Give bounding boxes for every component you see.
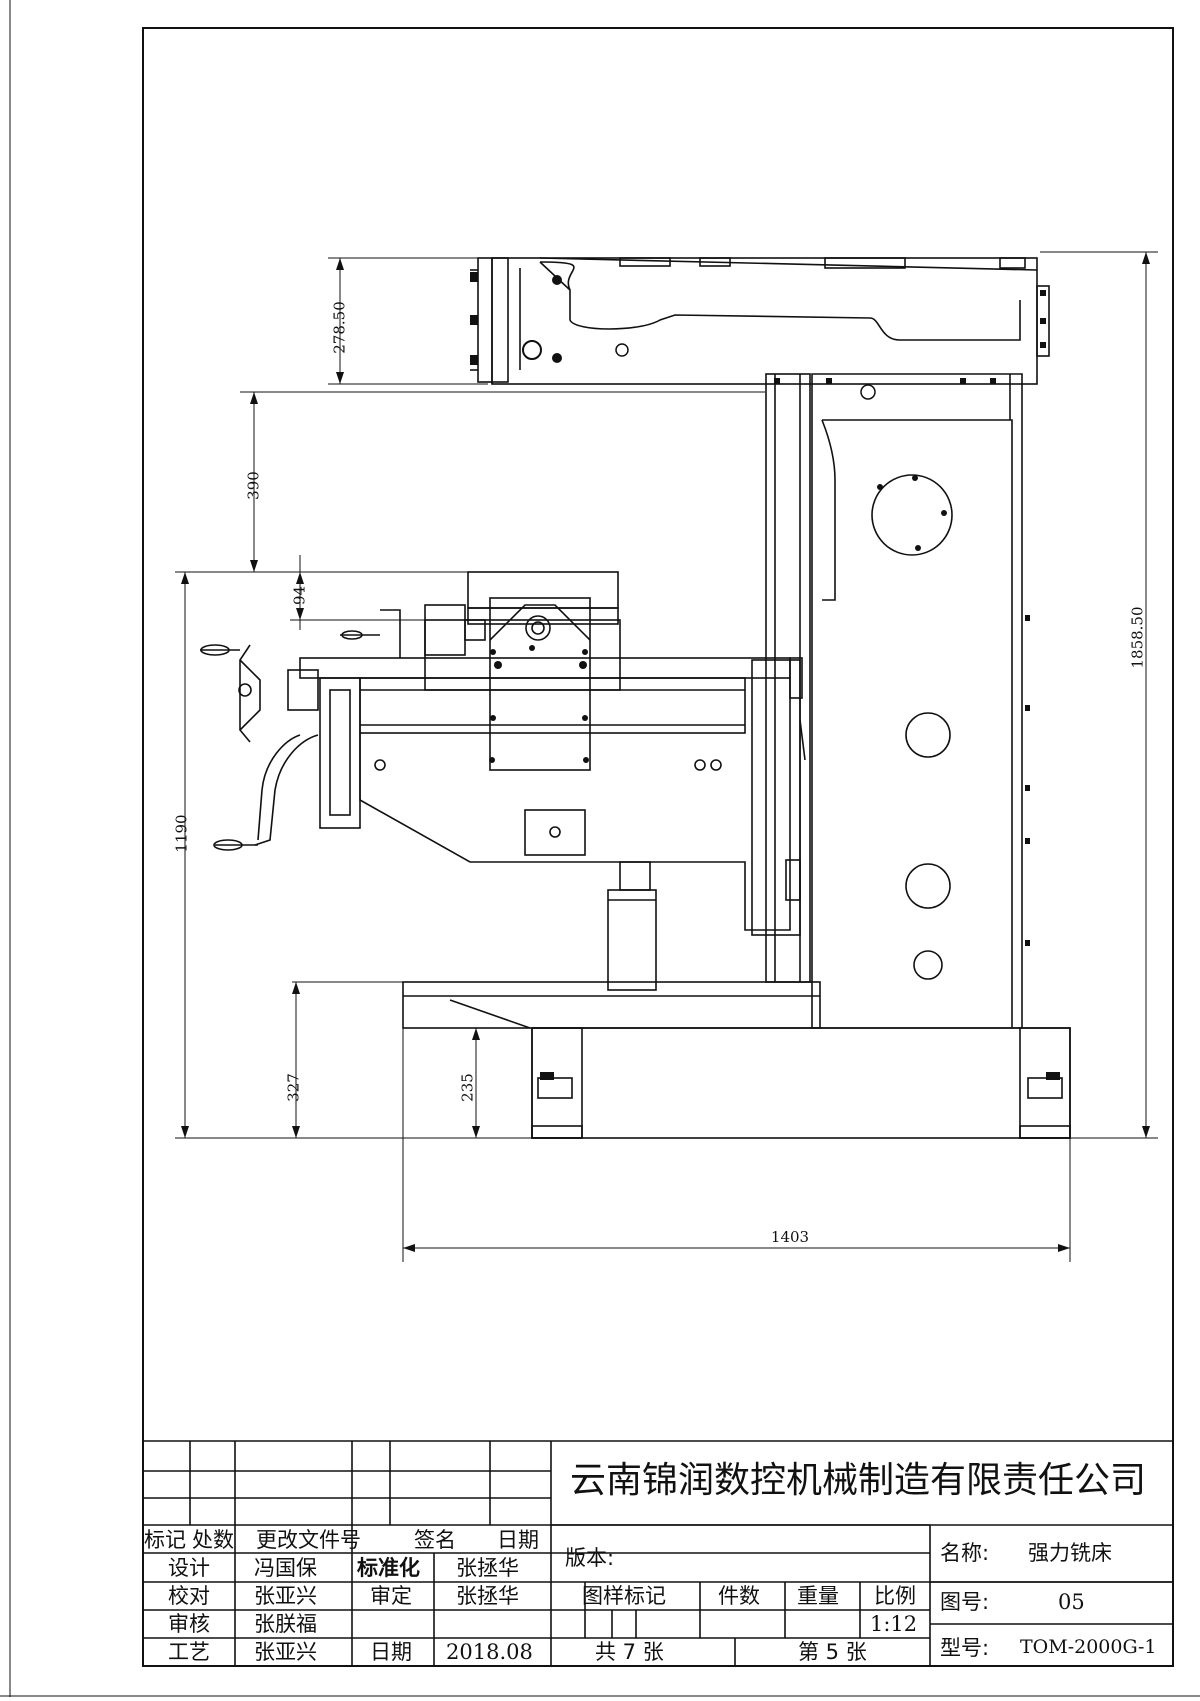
rev-header-sign: 签名 [414,1528,456,1552]
weight-label: 重量 [797,1584,839,1608]
dimension-lines [175,251,1158,1262]
quantity-label: 件数 [718,1584,760,1608]
dim-table-step: 94 [290,585,309,606]
sample-mark-label: 图样标记 [582,1584,666,1608]
rev-header-mark: 标记 [144,1528,186,1552]
overarm [491,257,1038,385]
dim-arm-gap: 390 [244,471,263,500]
rev-header-date: 日期 [497,1528,539,1552]
role-check: 校对 [168,1584,210,1608]
person-review: 张朕福 [254,1612,317,1636]
role-approve: 审定 [370,1584,412,1608]
model-value: TOM-2000G-1 [1020,1636,1157,1658]
table-saddle [299,657,791,679]
person-approve: 张拯华 [456,1584,519,1608]
dimension-arrows [181,252,1150,1252]
scale-value: 1:12 [870,1612,918,1636]
role-standardization: 标准化 [357,1556,420,1580]
rev-header-file: 更改文件号 [256,1528,361,1552]
drawing-no-label: 图号: [940,1590,990,1614]
dim-table-height: 1190 [172,814,191,853]
dim-base-height: 327 [284,1073,303,1102]
dim-foot-height: 235 [458,1073,477,1102]
name-value: 强力铣床 [1028,1541,1112,1565]
company-name: 云南锦润数控机械制造有限责任公司 [570,1460,1147,1501]
drawing-date: 2018.08 [446,1640,533,1664]
version-label: 版本: [565,1546,615,1570]
person-standardization: 张拯华 [456,1556,519,1580]
column-body [811,373,1023,1029]
person-check: 张亚兴 [254,1584,317,1608]
machine-outline [200,257,1071,1139]
dim-total-width: 1403 [770,1228,810,1246]
role-process: 工艺 [168,1640,210,1664]
person-design: 冯国保 [254,1556,317,1580]
column-port-1 [871,474,953,556]
drawing-no-value: 05 [1058,1590,1085,1614]
sheets-total: 共 7 张 [595,1640,664,1664]
person-process: 张亚兴 [254,1640,317,1664]
dim-top-height: 278.50 [330,301,349,354]
scale-label: 比例 [874,1584,916,1608]
name-label: 名称: [940,1541,990,1565]
role-date: 日期 [370,1640,412,1664]
sheet-number: 第 5 张 [798,1640,867,1664]
dim-total-height: 1858.50 [1128,606,1147,669]
model-label: 型号: [940,1636,990,1660]
base-body [531,1027,1071,1139]
role-review: 审核 [168,1612,210,1636]
role-design: 设计 [168,1556,210,1580]
drawing-frame [142,27,1174,1667]
spindle-housing [489,597,591,771]
machine-fills [470,272,1060,1080]
rev-header-count: 处数 [192,1528,234,1552]
title-block-grid [143,1440,1173,1666]
